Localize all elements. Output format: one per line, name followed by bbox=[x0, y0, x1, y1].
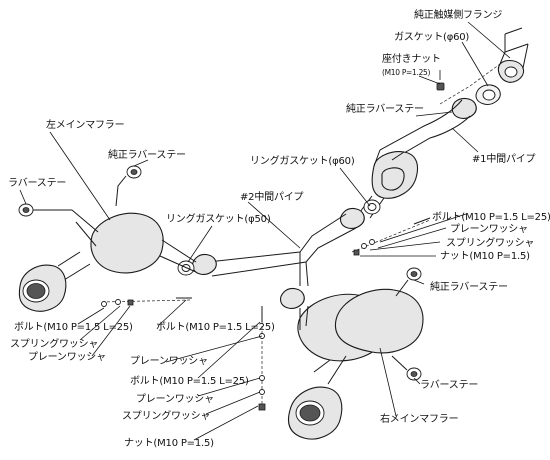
label-rubber-stay-left: ラバーステー bbox=[8, 178, 67, 189]
label-bolt-bottom: ボルト(M10 P=1.5 L=25) bbox=[130, 376, 249, 387]
label-plain-washer-mid: プレーンワッシャ bbox=[130, 356, 208, 367]
label-nut-bottom: ナット(M10 P=1.5) bbox=[124, 438, 214, 449]
rubber-stay-right bbox=[391, 355, 422, 381]
label-plain-washer-right: プレーンワッシャ bbox=[450, 224, 528, 235]
label-nut-right: ナット(M10 P=1.5) bbox=[440, 251, 530, 262]
center-pipe-2 bbox=[191, 207, 365, 309]
oem-catalyst-flange bbox=[497, 27, 529, 83]
hardware-bottom bbox=[258, 306, 266, 411]
right-main-muffler bbox=[287, 288, 424, 440]
center-pipe-1 bbox=[379, 63, 501, 161]
left-main-muffler bbox=[18, 209, 197, 312]
center-silencer bbox=[359, 149, 419, 219]
label-center-pipe-2: #2中間パイプ bbox=[240, 192, 304, 203]
hardware-right bbox=[351, 217, 431, 256]
label-cat-flange: 純正触媒側フランジ bbox=[414, 10, 503, 21]
label-bolt-left: ボルト(M10 P=1.5 L=25) bbox=[14, 322, 133, 333]
oem-rubber-stay-left bbox=[115, 165, 142, 207]
label-oem-rubber-stay-top: 純正ラバーステー bbox=[346, 104, 424, 115]
label-center-pipe-1: #1中間パイプ bbox=[472, 154, 536, 165]
label-rubber-stay-right: ラバーステー bbox=[420, 380, 479, 391]
label-seated-nut-spec: (M10 P=1.25) bbox=[382, 68, 431, 77]
rubber-stay-left bbox=[18, 203, 72, 217]
label-spring-washer-right: スプリングワッシャ bbox=[446, 238, 535, 249]
label-ring-gasket-phi50: リングガスケット(φ50) bbox=[166, 214, 271, 225]
hardware-left bbox=[101, 297, 192, 307]
label-bolt-mid: ボルト(M10 P=1.5 L=25) bbox=[156, 322, 275, 333]
label-plain-washer-bottom: プレーンワッシャ bbox=[136, 394, 214, 405]
label-plain-washer-left: プレーンワッシャ bbox=[28, 352, 106, 363]
label-bolt-right: ボルト(M10 P=1.5 L=25) bbox=[432, 212, 550, 223]
label-ring-gasket-phi60: リングガスケット(φ60) bbox=[250, 156, 355, 167]
oem-rubber-stay-right bbox=[395, 267, 422, 297]
label-spring-washer-bottom: スプリングワッシャ bbox=[122, 411, 211, 422]
label-oem-rubber-stay-right: 純正ラバーステー bbox=[430, 282, 508, 293]
leader-lines bbox=[19, 21, 511, 441]
label-oem-rubber-stay-left: 純正ラバーステー bbox=[108, 150, 186, 161]
label-seated-nut: 座付きナット bbox=[382, 54, 441, 65]
gasket-phi60 bbox=[475, 84, 501, 105]
label-spring-washer-left: スプリングワッシャ bbox=[10, 339, 99, 350]
seated-nut bbox=[436, 70, 445, 91]
label-gasket-phi60: ガスケット(φ60) bbox=[394, 32, 470, 43]
label-right-main-muffler: 右メインマフラー bbox=[380, 414, 459, 425]
label-left-main-muffler: 左メインマフラー bbox=[46, 120, 125, 131]
